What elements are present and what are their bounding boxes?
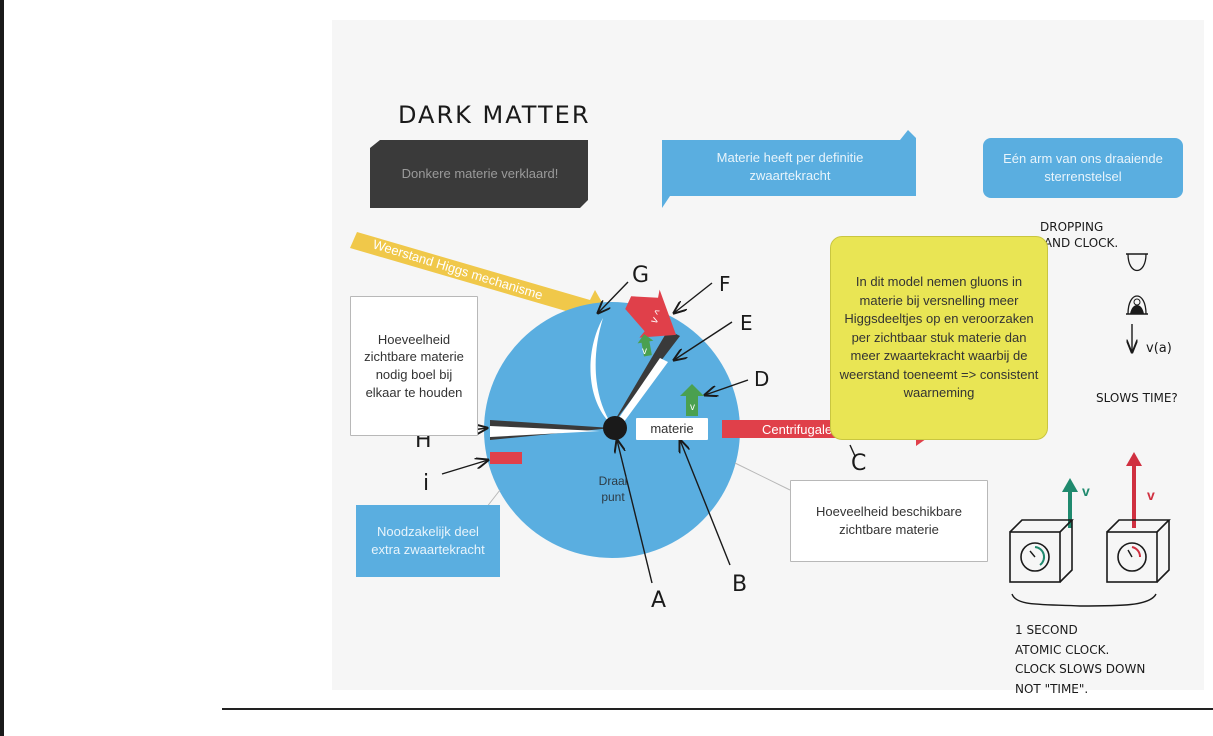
pointer-e [674,321,733,360]
necessary-gravity-bar [490,452,522,464]
letter-b: B [732,572,747,597]
diagram-title: DARK MATTER [398,101,591,129]
bottom-note-line3: CLOCK SLOWS DOWN [1015,662,1145,676]
galaxy-arm-banner: Eén arm van ons draaiende sterrenstelsel [983,138,1183,198]
bottom-note-line2: ATOMIC CLOCK. [1015,643,1109,657]
atomic-clock-right [1106,519,1171,583]
letter-e: E [740,311,753,335]
atomic-clock-left [1009,519,1074,583]
model-explanation-box: In dit model nemen gluons in materie bij… [830,236,1048,440]
green-arrow-lower-label: v [690,402,695,413]
letter-c: C [851,451,866,476]
v-a-note: v(a) [1146,341,1172,356]
pointer-a [617,440,653,584]
sand-clock-note-line1: DROPPING [1040,220,1103,234]
extra-gravity-box: Noodzakelijk deel extra zwaartekracht [356,505,500,577]
higgs-sail [590,318,612,425]
definition-banner-shape [662,130,916,208]
needed-matter-box: Hoeveelheid zichtbare materie nodig boel… [350,296,478,436]
pointer-c [849,444,856,457]
pointer-f [674,282,713,313]
green-v-note: v [1082,483,1090,499]
slows-time-note: SLOWS TIME? [1096,391,1178,405]
white-arm-wedge [612,358,668,430]
connector-available [734,462,791,491]
pivot-point [603,416,627,440]
pointer-i [441,460,488,475]
sand-clock-note-line2: SAND CLOCK. [1036,236,1118,250]
letter-f: F [719,272,731,296]
letter-d: D [754,367,769,391]
sand-clock-icon [1126,253,1148,315]
dark-matter-banner: Donkere materie verklaard! [378,146,582,202]
bottom-rule [222,708,1213,710]
pointer-b [680,440,731,566]
visible-matter-wedge [490,426,600,437]
clocks-brace [1011,593,1157,607]
red-acceleration-arrow [625,289,677,338]
higgs-resistance-arrow [350,232,612,328]
letter-g: G [632,263,649,288]
pointer-g [598,281,629,313]
red-clock-arrow-head [1126,452,1142,466]
scan-left-edge [0,0,4,736]
bottom-note-line1: 1 SECOND [1015,623,1078,637]
bottom-note-line4: NOT "TIME". [1015,682,1088,696]
green-velocity-arrow-upper [637,334,654,357]
letter-a: A [651,588,666,613]
green-clock-arrow-head [1062,478,1078,492]
higgs-arrow-label: Weerstand Higgs mechanisme [371,237,544,303]
letter-i: i [423,471,429,496]
materie-label: materie [636,418,708,440]
red-v-note: v [1147,487,1155,503]
pointer-d [705,379,749,395]
dark-arm-wedge [612,330,680,425]
pivot-label: Draai punt [598,474,628,504]
green-velocity-arrow-lower [680,384,704,416]
available-matter-box: Hoeveelheid beschikbare zichtbare materi… [790,480,988,562]
green-arrow-upper-label: v [642,346,647,357]
definition-banner: Materie heeft per definitie zwaartekrach… [716,150,864,183]
